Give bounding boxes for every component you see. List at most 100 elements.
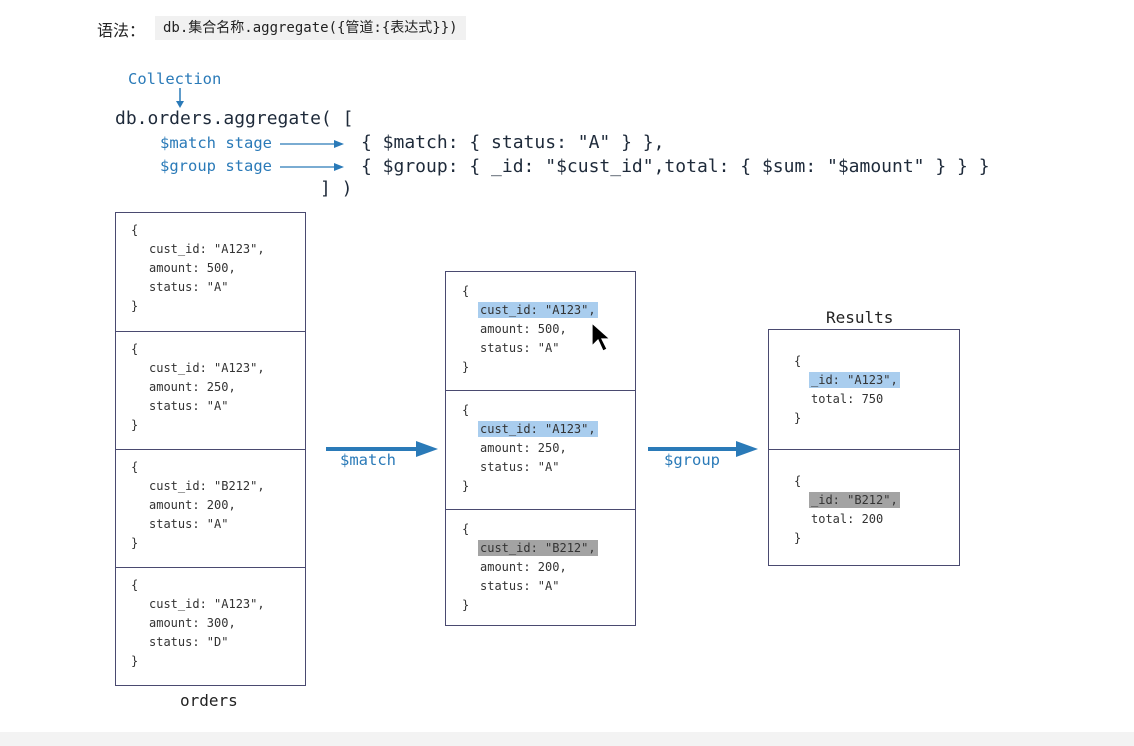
document-line: } <box>446 477 635 496</box>
document-field: { <box>131 223 139 237</box>
document-field: { <box>131 460 139 474</box>
document-field: } <box>131 536 139 550</box>
order-document: { cust_id: "A123", amount: 250, status: "A"… <box>116 331 305 449</box>
document-field: cust_id: "A123", <box>149 361 265 375</box>
document-line: } <box>446 358 635 377</box>
document-field: total: 750 <box>811 392 884 406</box>
document-line: cust_id: "A123", <box>116 240 305 259</box>
document-line: cust_id: "A123", <box>116 595 305 614</box>
document-line: { <box>116 458 305 477</box>
document-field: amount: 300, <box>149 616 236 630</box>
footer-bar <box>0 732 1134 746</box>
document-field: } <box>131 654 139 668</box>
document-line: { <box>116 576 305 595</box>
document-line: status: "D" <box>116 633 305 652</box>
document-line: cust_id: "B212", <box>446 539 635 558</box>
document-line: status: "A" <box>116 515 305 534</box>
document-line: } <box>116 416 305 435</box>
document-line: cust_id: "A123", <box>116 359 305 378</box>
syntax-label: 语法： <box>97 21 146 40</box>
document-line: } <box>116 297 305 316</box>
document-field: { <box>794 473 802 488</box>
document-line: _id: "B212", <box>769 491 959 510</box>
document-field: amount: 250, <box>480 441 567 456</box>
order-document: { cust_id: "B212", amount: 200, status: "A"… <box>116 449 305 567</box>
document-line: status: "A" <box>446 339 635 358</box>
document-line: { <box>116 221 305 240</box>
document-field: status: "A" <box>149 517 229 531</box>
document-field: status: "D" <box>149 635 229 649</box>
result-document: { _id: "B212", total: 200} <box>769 448 959 568</box>
document-line: amount: 250, <box>446 439 635 458</box>
document-field: cust_id: "A123", <box>478 421 598 438</box>
code-close-bracket: ] ) <box>320 178 353 199</box>
matched-document: {cust_id: "A123", amount: 250, status: "A"… <box>446 390 635 508</box>
document-field: status: "A" <box>480 578 560 593</box>
match-arrow-icon <box>326 441 438 457</box>
document-line: status: "A" <box>446 458 635 477</box>
orders-caption: orders <box>180 691 238 710</box>
document-line: amount: 200, <box>446 558 635 577</box>
collection-arrow-icon <box>176 88 184 108</box>
order-document: { cust_id: "A123", amount: 300, status: "D"… <box>116 567 305 685</box>
document-field: cust_id: "B212", <box>149 479 265 493</box>
match-stage-arrow-icon <box>280 140 344 148</box>
document-line: cust_id: "B212", <box>116 477 305 496</box>
group-stage-arrow-icon <box>280 163 344 171</box>
match-stage-label: $match stage <box>160 134 272 152</box>
document-field: status: "A" <box>480 341 560 355</box>
document-line: status: "A" <box>116 278 305 297</box>
document-line: cust_id: "A123", <box>446 301 635 320</box>
document-line: amount: 500, <box>446 320 635 339</box>
document-line: _id: "A123", <box>769 371 959 390</box>
document-field: _id: "A123", <box>809 372 900 388</box>
document-line: } <box>446 596 635 615</box>
document-field: amount: 200, <box>480 559 567 574</box>
code-line-aggregate: db.orders.aggregate( [ <box>115 108 354 129</box>
document-field: amount: 500, <box>480 322 567 336</box>
document-field: } <box>462 479 470 494</box>
collection-label: Collection <box>128 70 222 88</box>
document-field: amount: 250, <box>149 380 236 394</box>
mouse-cursor-icon <box>591 322 612 352</box>
result-document: {_id: "A123", total: 750} <box>769 330 959 449</box>
matched-document: { cust_id: "A123", amount: 500, status: "A"… <box>446 272 635 390</box>
document-line: { <box>769 352 959 371</box>
document-line: total: 200 <box>769 510 959 529</box>
document-field: { <box>462 284 470 298</box>
document-field: } <box>462 360 470 374</box>
document-field: } <box>131 299 139 313</box>
document-line: amount: 500, <box>116 259 305 278</box>
document-field: } <box>462 597 470 612</box>
document-field: } <box>131 418 139 432</box>
document-line: { <box>446 520 635 539</box>
document-line: { <box>769 472 959 491</box>
document-field: { <box>131 342 139 356</box>
document-field: _id: "B212", <box>809 491 900 508</box>
match-arrow-label: $match <box>340 451 396 469</box>
document-field: amount: 500, <box>149 261 236 275</box>
syntax-code: db.集合名称.aggregate({管道:{表达式}}) <box>155 16 466 40</box>
document-line: amount: 200, <box>116 496 305 515</box>
document-field: cust_id: "B212", <box>478 539 598 556</box>
document-field: status: "A" <box>149 399 229 413</box>
document-line: { <box>446 282 635 301</box>
document-line: status: "A" <box>116 397 305 416</box>
document-line: } <box>116 534 305 553</box>
matched-document: { cust_id: "B212", amount: 200, status: "A"… <box>446 508 635 627</box>
document-field: total: 200 <box>811 511 884 526</box>
document-line: amount: 250, <box>116 378 305 397</box>
group-stage-label: $group stage <box>160 157 272 175</box>
document-field: amount: 200, <box>149 498 236 512</box>
document-line: status: "A" <box>446 577 635 596</box>
document-line: } <box>769 409 959 428</box>
document-field: { <box>131 578 139 592</box>
document-line: } <box>116 652 305 671</box>
document-field: cust_id: "A123", <box>149 597 265 611</box>
document-field: } <box>794 530 802 545</box>
results-caption: Results <box>826 308 894 327</box>
document-line: amount: 300, <box>116 614 305 633</box>
results-documents: {_id: "A123",total: 750}{_id: "B212",tot… <box>768 329 960 566</box>
document-line: { <box>446 401 635 420</box>
document-field: { <box>462 521 470 536</box>
